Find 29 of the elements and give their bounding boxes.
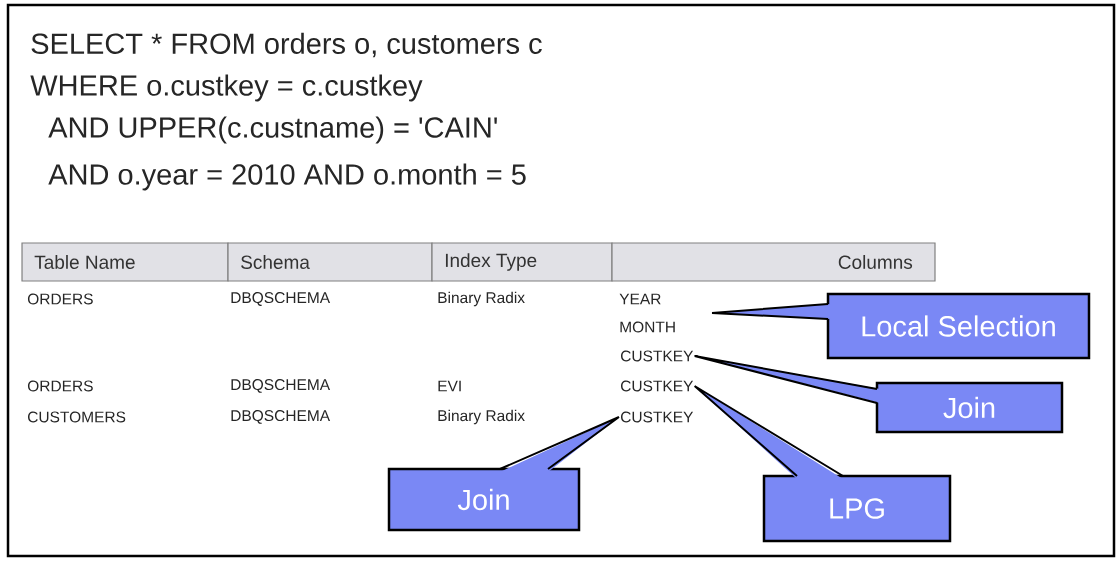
cell-text: Binary Radix [438, 291, 525, 307]
sql-line: SELECT * FROM orders o, customers c [31, 32, 542, 58]
sql-line: AND UPPER(c.custname) = 'CAIN' [48, 116, 497, 144]
cell-text: CUSTKEY [621, 350, 694, 362]
cell-text: MONTH [620, 321, 675, 333]
header-cell: Schema [227, 242, 433, 282]
cell-text: DBQSCHEMA [231, 410, 331, 424]
cell-text: EVI [438, 380, 461, 392]
sql-line: AND o.year = 2010 AND o.month = 5 [48, 163, 526, 191]
sql-line: WHERE o.custkey = c.custkey [30, 74, 423, 102]
cell-text: YEAR [619, 293, 661, 305]
cell-text: DBQSCHEMA [231, 379, 331, 393]
cell-text: Binary Radix [438, 409, 525, 425]
callout-box: Join [875, 381, 1064, 434]
cell-text: ORDERS [27, 293, 93, 305]
callout-box: LPG [762, 474, 952, 543]
callout-pointer [499, 416, 620, 472]
callout-pointer [693, 355, 880, 404]
cell-text: ORDERS [27, 380, 93, 392]
cell-text: DBQSCHEMA [231, 292, 331, 306]
cell-text: CUSTKEY [621, 380, 694, 392]
callout-pointer [711, 303, 831, 320]
header-cell: Columns [611, 242, 936, 282]
header-cell: Table Name [21, 242, 229, 282]
header-cell: Index Type [431, 242, 613, 282]
callout-pointer [693, 385, 844, 479]
cell-text: CUSTOMERS [28, 411, 126, 423]
callout-box: Join [387, 467, 581, 532]
cell-text: CUSTKEY [621, 411, 694, 423]
